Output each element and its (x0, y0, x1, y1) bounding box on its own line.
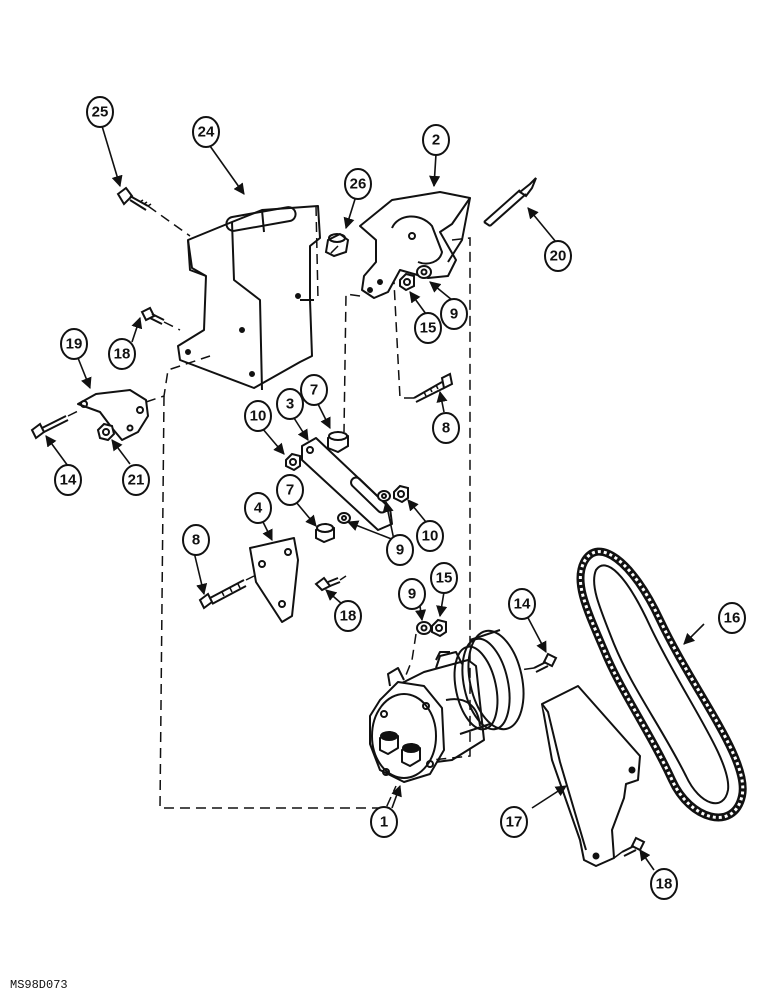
callout-24-label: 24 (198, 124, 215, 141)
bolt-14-left (30, 415, 69, 440)
callout-9-middle: 9 (386, 534, 414, 566)
compressor-1 (369, 629, 525, 783)
leader-arrows (45, 125, 705, 871)
callout-7-upper: 7 (300, 374, 328, 406)
spacer-26 (324, 232, 350, 258)
bolt-18-upper (140, 306, 165, 325)
bolt-25 (116, 186, 152, 211)
figure-reference-code: MS98D073 (10, 978, 68, 992)
callout-17: 17 (500, 806, 528, 838)
callout-1-label: 1 (380, 814, 388, 831)
callout-4: 4 (244, 492, 272, 524)
drive-belt-16 (576, 547, 747, 822)
callout-21-label: 21 (128, 472, 145, 489)
callout-25-label: 25 (92, 104, 109, 121)
nut-15-upper (399, 272, 415, 292)
nut-10-upper (285, 452, 301, 472)
callout-18-upper-label: 18 (114, 346, 131, 363)
callout-26-label: 26 (350, 176, 367, 193)
callout-8-upper-label: 8 (442, 420, 450, 437)
callout-3: 3 (276, 388, 304, 420)
callout-14-left: 14 (54, 464, 82, 496)
callout-14-right: 14 (508, 588, 536, 620)
callout-26: 26 (344, 168, 372, 200)
callout-19-label: 19 (66, 336, 83, 353)
callout-14-right-label: 14 (514, 596, 531, 613)
callout-7-lower: 7 (276, 474, 304, 506)
callout-20: 20 (544, 240, 572, 272)
callout-16: 16 (718, 602, 746, 634)
washer-9-upper (416, 265, 432, 279)
callout-7-upper-label: 7 (310, 382, 318, 399)
assembly-lines (67, 205, 623, 859)
bolt-20 (483, 177, 537, 227)
bolt-18-lower (621, 836, 646, 857)
callout-15-lower: 15 (430, 562, 458, 594)
callout-9-middle-label: 9 (396, 542, 404, 559)
plate-4 (249, 537, 299, 623)
callout-18-middle-label: 18 (340, 608, 357, 625)
callout-16-label: 16 (724, 610, 741, 627)
callout-20-label: 20 (550, 248, 567, 265)
callout-15-upper-label: 15 (420, 320, 437, 337)
callout-2-label: 2 (432, 132, 440, 149)
callout-21: 21 (122, 464, 150, 496)
callout-10-upper: 10 (244, 400, 272, 432)
bolt-18-middle (314, 576, 341, 592)
callout-3-label: 3 (286, 396, 294, 413)
callout-18-middle: 18 (334, 600, 362, 632)
mounting-bracket-24 (177, 205, 321, 391)
callout-9-upper-label: 9 (450, 306, 458, 323)
callout-8-upper: 8 (432, 412, 460, 444)
callout-4-label: 4 (254, 500, 263, 517)
washer-9-lower (416, 621, 432, 635)
callout-18-lower-label: 18 (656, 876, 673, 893)
callout-15-lower-label: 15 (436, 570, 453, 587)
callout-15-upper: 15 (414, 312, 442, 344)
callout-8-lower: 8 (182, 524, 210, 556)
callout-25: 25 (86, 96, 114, 128)
callout-9-upper: 9 (440, 298, 468, 330)
nut-21 (96, 422, 116, 442)
nut-10-lower (393, 484, 409, 504)
spacer-7-upper (327, 430, 349, 454)
callout-18-upper: 18 (108, 338, 136, 370)
callout-19: 19 (60, 328, 88, 360)
callout-17-label: 17 (506, 814, 523, 831)
callout-18-lower: 18 (650, 868, 678, 900)
callout-2: 2 (422, 124, 450, 156)
belt-guard-17 (541, 685, 641, 867)
callout-10-lower: 10 (416, 520, 444, 552)
bolt-14-right (533, 652, 558, 673)
washer-9-middle-b (377, 490, 391, 502)
plate-19 (77, 389, 149, 441)
callout-9-lower-label: 9 (408, 586, 416, 603)
bolt-8-lower (198, 579, 247, 610)
callout-10-lower-label: 10 (422, 528, 439, 545)
callout-24: 24 (192, 116, 220, 148)
bolt-8-upper (413, 372, 454, 403)
callout-1: 1 (370, 806, 398, 838)
spacer-7-lower (315, 522, 335, 544)
callout-7-lower-label: 7 (286, 482, 294, 499)
callout-10-upper-label: 10 (250, 408, 267, 425)
callout-9-lower: 9 (398, 578, 426, 610)
callout-14-left-label: 14 (60, 472, 77, 489)
nut-15-lower (431, 618, 447, 638)
callout-8-lower-label: 8 (192, 532, 200, 549)
